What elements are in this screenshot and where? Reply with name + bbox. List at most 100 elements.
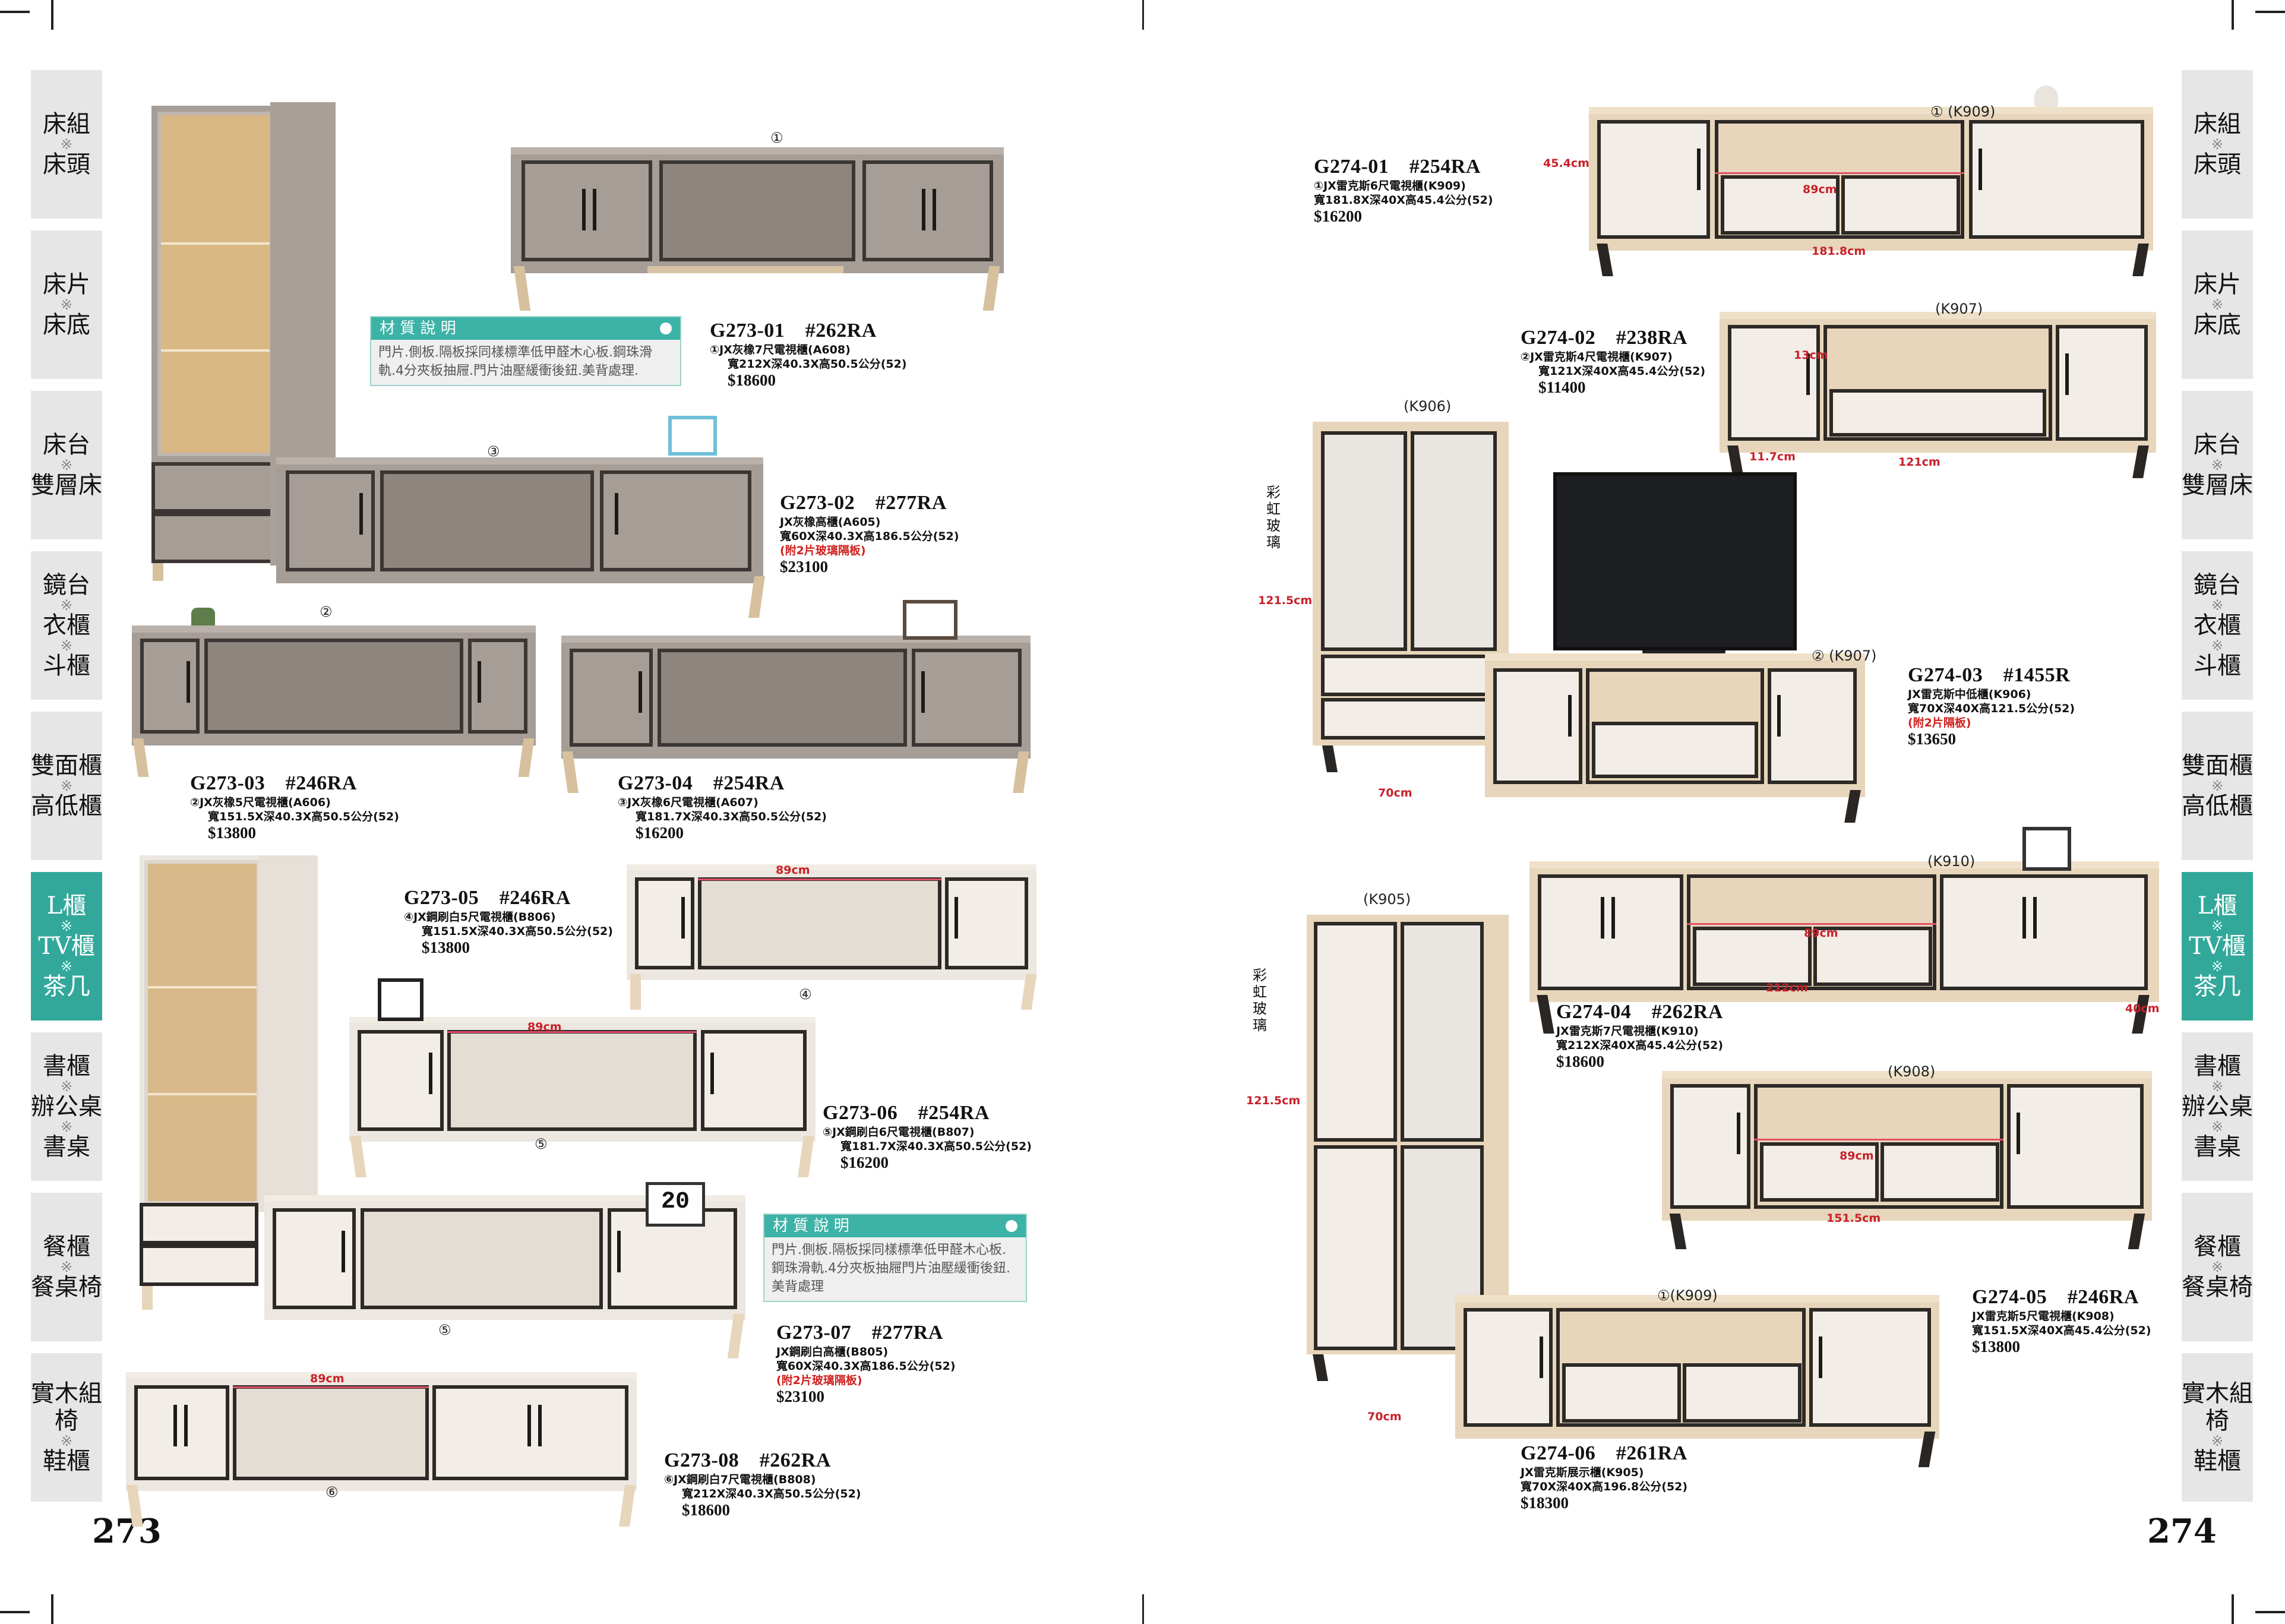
tab-dining[interactable]: 餐櫃※餐桌椅 <box>2182 1193 2253 1341</box>
tab-label: 床底 <box>43 311 90 339</box>
item-marker: (K910) <box>1927 853 1976 870</box>
product-price: $16200 <box>840 1154 889 1171</box>
tab-bed-base[interactable]: 床片※床底 <box>31 230 102 379</box>
tv-cabinet-k909b-illustration <box>1455 1295 1939 1473</box>
tab-shoe-cabinet[interactable]: 實木組椅※鞋櫃 <box>31 1353 102 1502</box>
product-note: (附2片玻璃隔板) <box>776 1374 862 1387</box>
dimension-label: 181.8cm <box>1812 245 1866 258</box>
tab-label: 書桌 <box>2194 1133 2241 1161</box>
tab-label: 實木組椅 <box>2182 1380 2253 1435</box>
product-price: $13800 <box>1972 1338 2020 1356</box>
dimension-label: 13cm <box>1794 349 1828 362</box>
tab-bunk-bed[interactable]: 床台※雙層床 <box>31 391 102 539</box>
product-price: $23100 <box>776 1388 824 1405</box>
tv-cabinet-k907b-illustration <box>1485 653 1865 832</box>
item-marker: (K908) <box>1888 1063 1936 1080</box>
tab-bed[interactable]: 床組※床頭 <box>2182 70 2253 219</box>
tab-cabinet[interactable]: 雙面櫃※高低櫃 <box>31 712 102 860</box>
tab-dining[interactable]: 餐櫃※餐桌椅 <box>31 1193 102 1341</box>
dimension-label: 70cm <box>1378 786 1412 800</box>
tab-label: 斗櫃 <box>43 652 90 680</box>
tab-wardrobe[interactable]: 鏡台※衣櫃※斗櫃 <box>2182 551 2253 700</box>
tab-bed-base[interactable]: 床片※床底 <box>2182 230 2253 379</box>
tab-label: 書櫃 <box>43 1053 90 1080</box>
product-size: 寬70X深40X高196.8公分(52) <box>1521 1480 1688 1493</box>
item-marker: ② (K907) <box>1812 647 1877 664</box>
tab-label: 床頭 <box>43 151 90 178</box>
tab-label: 書桌 <box>43 1133 90 1161</box>
dimension-label: 121.5cm <box>1258 594 1313 607</box>
tab-bed[interactable]: 床組※床頭 <box>31 70 102 219</box>
tv-cabinet-a606-illustration <box>132 608 536 783</box>
left-category-tabs: 床組※床頭 床片※床底 床台※雙層床 鏡台※衣櫃※斗櫃 雙面櫃※高低櫃 L櫃※T… <box>31 70 102 1514</box>
tv-cabinet-k908-illustration <box>1662 1071 2152 1255</box>
dimension-label: 70cm <box>1367 1410 1402 1423</box>
dimension-label: 11.7cm <box>1749 450 1796 463</box>
dimension-label: 89cm <box>1803 183 1837 196</box>
tab-label: 餐櫃 <box>43 1233 90 1260</box>
material-description-box: 材 質 說 明 門片.側板.隔板採同樣標準低甲醛木心板.鋼珠滑軌.4分夾板抽屜.… <box>370 316 681 386</box>
product-g273-06: G273-06 #254RA ⑤JX鋼刷白6尺電視櫃(B807) 寬181.7X… <box>823 1096 1032 1172</box>
tab-label: 床台 <box>43 431 90 459</box>
tab-label: 床底 <box>2194 311 2241 339</box>
product-price: $18600 <box>682 1501 730 1519</box>
material-box-title: 材 質 說 明 <box>764 1215 1026 1237</box>
product-size: 寬212X深40X高45.4公分(52) <box>1556 1039 1724 1052</box>
product-name: ②JX灰橡5尺電視櫃(A606) <box>190 796 331 809</box>
product-price: $16200 <box>1314 207 1362 225</box>
item-marker: ⑤ <box>535 1136 548 1152</box>
tv-screen-illustration <box>1553 472 1797 650</box>
product-g274-02: G274-02 #238RA ②JX雷克斯4尺電視櫃(K907) 寬121X深4… <box>1521 321 1705 397</box>
tv-cabinet-k909-illustration <box>1589 86 2153 285</box>
product-price: $23100 <box>780 558 828 576</box>
tab-tv-cabinet[interactable]: L櫃※TV櫃※茶几 <box>2182 872 2253 1020</box>
tab-label: 辦公桌 <box>2182 1093 2253 1120</box>
material-box-title: 材 質 說 明 <box>371 317 680 340</box>
product-g273-03: G273-03 #246RA ②JX灰橡5尺電視櫃(A606) 寬151.5X深… <box>190 766 399 842</box>
product-code: G274-05 #246RA <box>1972 1286 2139 1308</box>
product-price: $13650 <box>1908 730 1956 748</box>
tab-bookcase[interactable]: 書櫃※辦公桌※書桌 <box>31 1032 102 1181</box>
tab-shoe-cabinet[interactable]: 實木組椅※鞋櫃 <box>2182 1353 2253 1502</box>
item-marker: ② <box>320 604 333 620</box>
product-price: $18600 <box>1556 1053 1604 1070</box>
product-code: G273-03 #246RA <box>190 772 357 794</box>
tab-wardrobe[interactable]: 鏡台※衣櫃※斗櫃 <box>31 551 102 700</box>
product-code: G274-02 #238RA <box>1521 327 1687 349</box>
tab-bunk-bed[interactable]: 床台※雙層床 <box>2182 391 2253 539</box>
product-name: JX雷克斯展示櫃(K905) <box>1521 1466 1644 1479</box>
product-note: (附2片玻璃隔板) <box>780 544 866 557</box>
tab-label: TV櫃 <box>2189 933 2246 960</box>
product-size: 寬181.7X深40.3X高50.5公分(52) <box>840 1140 1032 1153</box>
tab-label: L櫃 <box>2197 892 2237 920</box>
product-price: $18600 <box>728 371 776 389</box>
tab-label: 餐桌椅 <box>31 1274 102 1301</box>
product-code: G273-07 #277RA <box>776 1322 943 1344</box>
tab-label: 茶几 <box>43 973 90 1000</box>
tab-label: 衣櫃 <box>43 612 90 639</box>
product-name: ⑥JX鋼刷白7尺電視櫃(B808) <box>664 1473 816 1486</box>
product-g274-01: G274-01 #254RA ①JX雷克斯6尺電視櫃(K909) 寬181.8X… <box>1314 150 1493 226</box>
item-marker: (K906) <box>1404 398 1452 415</box>
tab-bookcase[interactable]: 書櫃※辦公桌※書桌 <box>2182 1032 2253 1181</box>
dimension-label: 212cm <box>1766 981 1808 994</box>
product-price: $16200 <box>636 824 684 842</box>
product-name: ④JX鋼刷白5尺電視櫃(B806) <box>404 911 556 924</box>
product-name: ⑤JX鋼刷白6尺電視櫃(B807) <box>823 1126 975 1139</box>
tab-cabinet[interactable]: 雙面櫃※高低櫃 <box>2182 712 2253 860</box>
dimension-label: 45.4cm <box>1543 157 1589 170</box>
tv-cabinet-k907-illustration <box>1720 312 2156 484</box>
tab-label: 鏡台 <box>2194 571 2241 599</box>
product-name: ②JX雷克斯4尺電視櫃(K907) <box>1521 350 1673 364</box>
tab-tv-cabinet[interactable]: L櫃※TV櫃※茶几 <box>31 872 102 1020</box>
tab-label: 床頭 <box>2194 151 2241 178</box>
tab-label: 餐桌椅 <box>2182 1274 2253 1301</box>
dimension-label: 89cm <box>1840 1149 1874 1162</box>
calendar-prop: 20 <box>646 1182 705 1227</box>
tab-label: 斗櫃 <box>2194 652 2241 680</box>
tab-label: 雙面櫃 <box>31 752 102 779</box>
product-g273-07: G273-07 #277RA JX鋼刷白高櫃(B805) 寬60X深40.3X高… <box>776 1316 956 1406</box>
material-description-box-2: 材 質 說 明 門片.側板.隔板採同樣標準低甲醛木心板.鋼珠滑軌.4分夾板抽屜門… <box>763 1214 1027 1302</box>
product-name: ①JX雷克斯6尺電視櫃(K909) <box>1314 179 1466 192</box>
product-size: 寬181.7X深40.3X高50.5公分(52) <box>636 810 827 823</box>
